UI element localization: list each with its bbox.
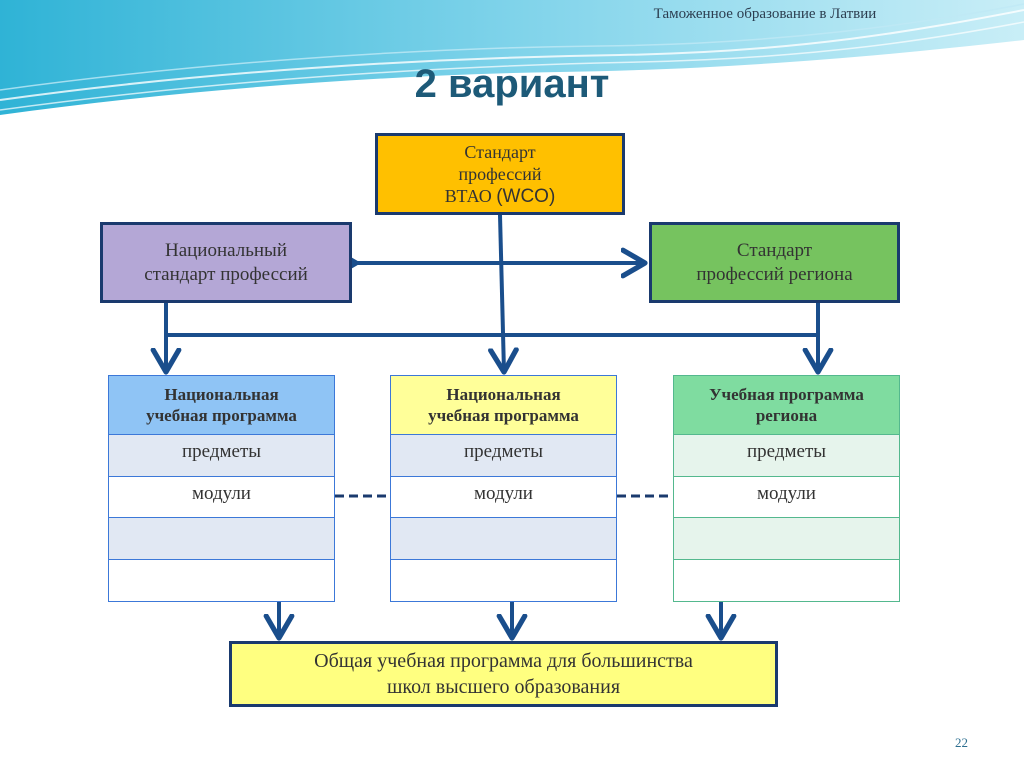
national-program-table-2: Национальная учебная программа предметы м… [390, 375, 617, 602]
wco-tail-prefix: ВТАО [444, 185, 492, 206]
wco-standard-box: Стандарт профессий ВТАО (WCO) [375, 133, 625, 215]
table-row-modules: модули [391, 476, 616, 518]
table-header-line-2: учебная программа [428, 406, 579, 425]
wco-line-1: Стандарт [464, 141, 536, 162]
page-number: 22 [955, 735, 968, 750]
region-program-table: Учебная программа региона предметы модули [673, 375, 900, 602]
general-line-1: Общая учебная программа для большинства [314, 650, 693, 672]
national-program-table: Национальная учебная программа предметы м… [108, 375, 335, 602]
presentation-header-note: Таможенное образование в Латвии [653, 6, 877, 22]
arrow-wco-to-national-program [500, 214, 504, 372]
table-row-empty [109, 559, 334, 601]
table-header-line-1: Национальная [446, 385, 561, 404]
general-line-2: школ высшего образования [386, 676, 621, 698]
region-line-1: Стандарт [736, 239, 813, 261]
region-line-2: профессий региона [696, 263, 853, 285]
table-row-subjects: предметы [674, 435, 899, 477]
table-row-empty [674, 518, 899, 560]
table-row-empty [674, 559, 899, 601]
wco-tail-latin: (WCO) [496, 185, 556, 207]
decorative-wave-banner [0, 0, 1024, 115]
national-standard-box: Национальный стандарт профессий [100, 222, 352, 303]
table-row-modules: модули [674, 476, 899, 518]
region-standard-box: Стандарт профессий региона [649, 222, 900, 303]
table-row-empty [391, 518, 616, 560]
table-header-line-2: учебная программа [146, 406, 297, 425]
table-header-line-2: региона [755, 406, 818, 425]
table-header: Национальная учебная программа [109, 376, 334, 435]
wco-line-2: профессий [458, 163, 542, 184]
table-header: Учебная программа региона [674, 376, 899, 435]
table-header-line-1: Учебная программа [709, 385, 864, 404]
table-row-subjects: предметы [109, 435, 334, 477]
table-header-line-1: Национальная [164, 385, 279, 404]
table-header: Национальная учебная программа [391, 376, 616, 435]
table-row-subjects: предметы [391, 435, 616, 477]
table-row-empty [391, 559, 616, 601]
table-row-empty [109, 518, 334, 560]
general-program-box: Общая учебная программа для большинства … [229, 641, 778, 707]
wco-line-3: ВТАО (WCO) [445, 185, 556, 208]
table-row-modules: модули [109, 476, 334, 518]
slide-title: 2 вариант [414, 62, 610, 106]
national-line-2: стандарт профессий [144, 263, 308, 285]
national-line-1: Национальный [164, 239, 287, 261]
